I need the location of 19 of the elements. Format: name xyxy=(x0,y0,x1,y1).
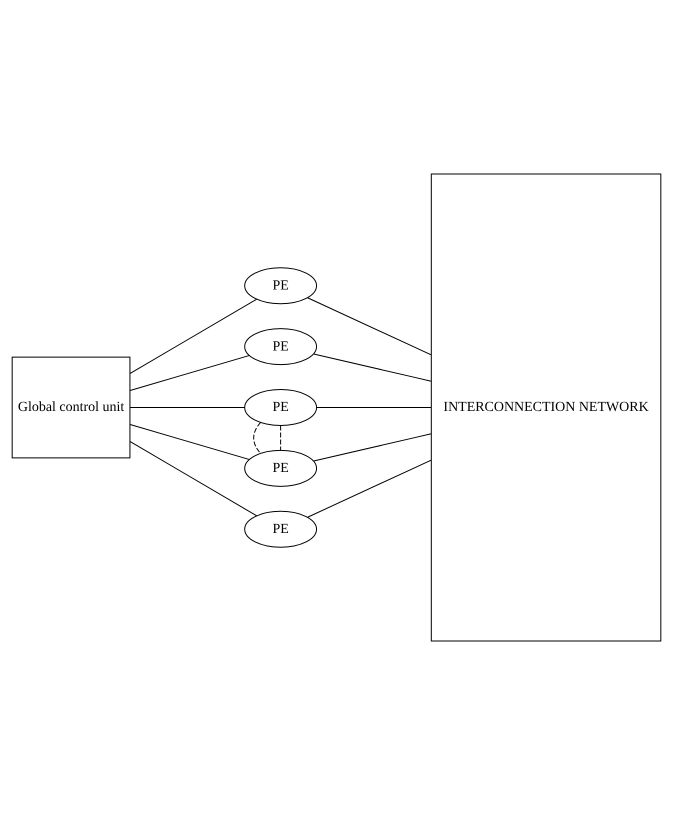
connector xyxy=(130,441,258,516)
node-box: INTERCONNECTION NETWORK xyxy=(430,174,662,642)
connector xyxy=(130,424,250,460)
connector xyxy=(130,355,250,391)
connector xyxy=(307,297,432,356)
node-box: Global control unit xyxy=(12,356,130,458)
connector xyxy=(253,422,262,454)
connector xyxy=(316,407,432,408)
node-ellipse: PE xyxy=(244,450,318,487)
connector xyxy=(313,354,432,382)
node-ellipse: PE xyxy=(244,328,318,366)
node-ellipse: PE xyxy=(244,267,318,304)
connector xyxy=(313,433,432,462)
connector xyxy=(130,298,258,374)
connector xyxy=(307,460,432,518)
connector xyxy=(130,407,246,408)
connector xyxy=(280,425,282,451)
node-ellipse: PE xyxy=(244,510,318,548)
node-ellipse: PE xyxy=(244,389,318,426)
